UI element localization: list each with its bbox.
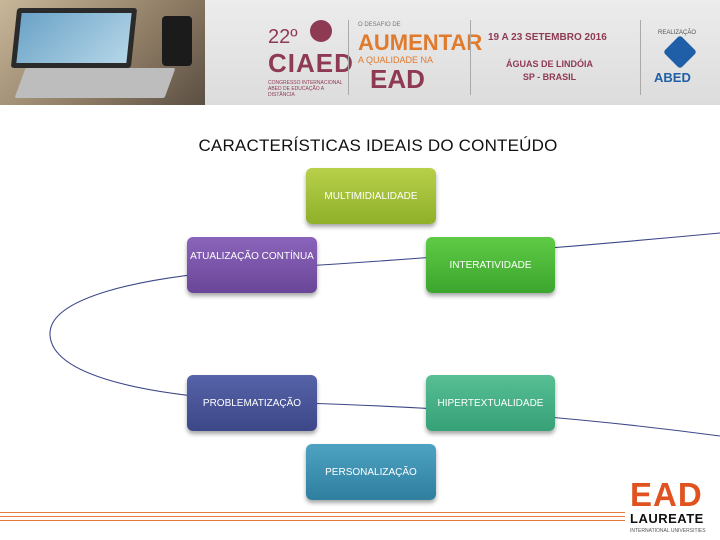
footer-rule — [0, 520, 625, 521]
theme-mid: A QUALIDADE NA — [358, 55, 434, 65]
theme-top: O DESAFIO DE — [358, 22, 401, 28]
footer-rule — [0, 512, 625, 513]
header-banner: 22º CIAED CONGRESSO INTERNACIONAL ABED D… — [0, 0, 720, 105]
theme-ead: EAD — [370, 64, 425, 94]
globe-icon — [310, 20, 332, 42]
event-place-city: ÁGUAS DE LINDÓIA — [506, 59, 594, 69]
theme-main: AUMENTAR — [358, 30, 483, 55]
footer-rule — [0, 516, 625, 517]
laureate-logo: LAUREATE — [630, 511, 704, 526]
node-personalizacao: PERSONALIZAÇÃO — [306, 444, 436, 500]
node-hipertextualidade: HIPERTEXTUALIDADE — [426, 375, 555, 431]
header-divider — [348, 20, 349, 95]
ead-logo: EAD — [630, 476, 703, 513]
laptop-photo — [0, 0, 205, 105]
phone-icon — [162, 16, 192, 66]
organizer-label: REALIZAÇÃO — [658, 30, 697, 36]
slide-title: CARACTERÍSTICAS IDEAIS DO CONTEÚDO — [198, 136, 558, 155]
event-name: CIAED — [268, 48, 354, 78]
node-atualizacao-continua: ATUALIZAÇÃO CONTÍNUA — [187, 237, 317, 293]
organizer-name: ABED — [654, 70, 691, 85]
event-subtitle: CONGRESSO INTERNACIONAL ABED DE EDUCAÇÃO… — [268, 80, 343, 98]
node-interatividade: INTERATIVIDADE — [426, 237, 555, 293]
event-place: ÁGUAS DE LINDÓIA SP - BRASIL — [506, 58, 593, 84]
event-number: 22º — [268, 26, 298, 48]
node-problematizacao: PROBLEMATIZAÇÃO — [187, 375, 317, 431]
header-divider — [470, 20, 471, 95]
node-multimidialidade: MULTIMIDIALIDADE — [306, 168, 436, 224]
event-date: 19 A 23 SETEMBRO 2016 — [488, 32, 607, 43]
header-divider — [640, 20, 641, 95]
laureate-tagline: INTERNATIONAL UNIVERSITIES — [630, 528, 706, 534]
event-place-country: SP - BRASIL — [522, 72, 577, 82]
